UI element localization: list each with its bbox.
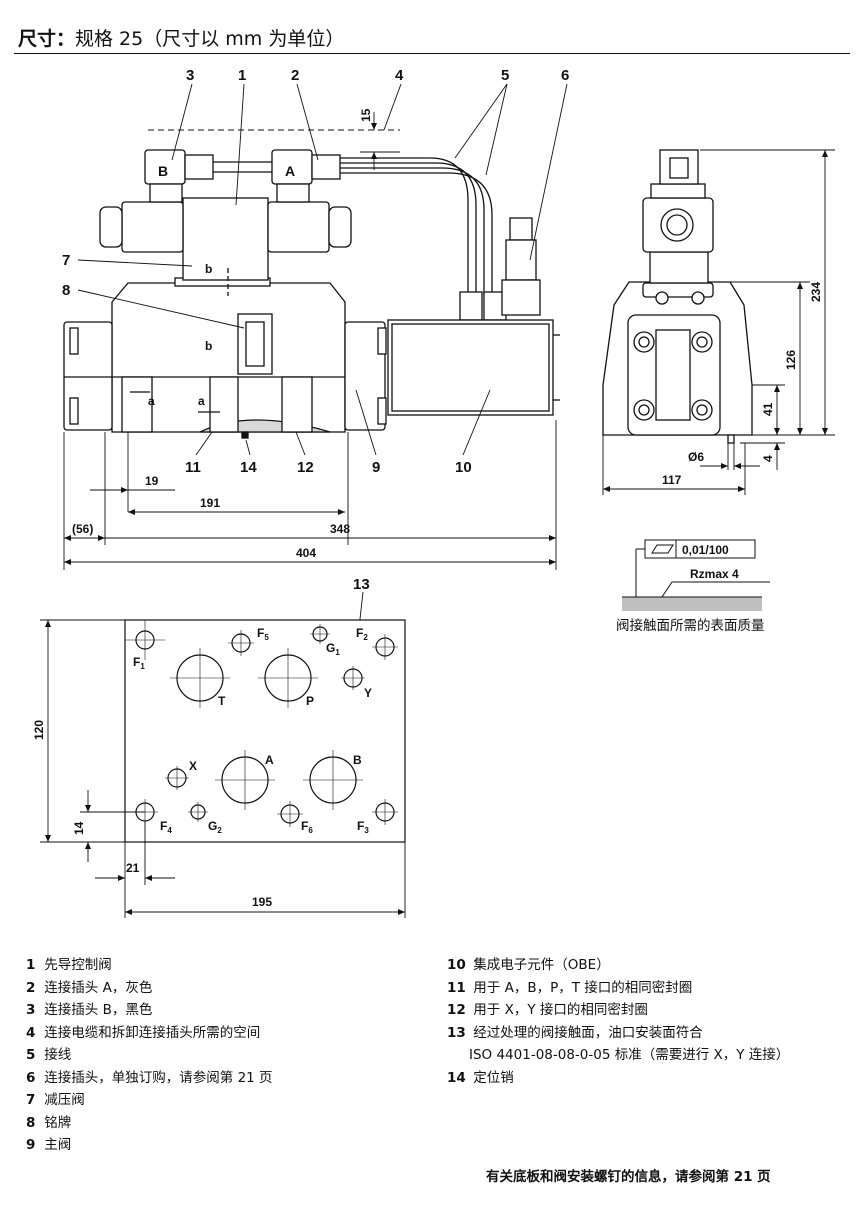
legend-item: 7 减压阀	[26, 1092, 85, 1108]
dim-15: 15	[359, 108, 373, 122]
legend-item: 8 铭牌	[26, 1114, 72, 1131]
page-title-text: 规格 25（尺寸以 mm 为单位）	[75, 28, 345, 50]
title-rule	[14, 53, 850, 54]
callout-7: 7	[62, 252, 70, 269]
legend-item: 9 主阀	[26, 1137, 72, 1153]
legend-item: 14 定位销	[447, 1069, 514, 1086]
page-title: 尺寸：规格 25（尺寸以 mm 为单位）	[18, 24, 344, 51]
front-view	[63, 149, 560, 439]
section-mark-b-lower: b	[205, 339, 212, 353]
legend-item: 12 用于 X，Y 接口的相同密封圈	[447, 1002, 648, 1018]
dim-19: 19	[145, 474, 159, 488]
integrated-electronics	[387, 319, 554, 416]
callout-12: 12	[297, 459, 314, 476]
page-title-prefix: 尺寸：	[18, 28, 76, 50]
callout-2: 2	[291, 67, 299, 84]
legend-item: 5 接线	[26, 1047, 72, 1063]
legend-item: 13 经过处理的阀接触面，油口安装面符合	[447, 1024, 703, 1041]
plug-letter-b: B	[158, 163, 168, 179]
callout-3: 3	[186, 67, 194, 84]
callout-10: 10	[455, 459, 472, 476]
dim-191: 191	[200, 496, 220, 510]
legend-item: 10 集成电子元件（OBE）	[447, 957, 610, 973]
port-label-x: X	[189, 759, 197, 773]
legend-left: 1 先导控制阀 2 连接插头 A，灰色 3 连接插头 B，黑色 4 连接电缆和拆…	[26, 954, 273, 1157]
callout-14: 14	[240, 459, 257, 476]
dim-56: (56)	[72, 522, 93, 536]
surface-tolerance: 0,01/100	[682, 543, 729, 557]
legend-item: 6 连接插头，单独订购，请参阅第 21 页	[26, 1069, 273, 1086]
dim-14: 14	[72, 821, 86, 835]
port-label-a: A	[265, 753, 274, 767]
callout-8: 8	[62, 282, 70, 299]
surface-quality-symbol	[622, 539, 770, 611]
side-view	[602, 149, 753, 444]
callout-9: 9	[372, 459, 380, 476]
dim-120: 120	[32, 720, 46, 740]
port-label-f3: F3	[357, 819, 369, 835]
dim-21: 21	[126, 861, 140, 875]
dim-234: 234	[809, 282, 823, 302]
front-dimensions	[63, 112, 557, 570]
legend-right: 10 集成电子元件（OBE） 11 用于 A，B，P，T 接口的相同密封圈 12…	[447, 954, 789, 1089]
port-label-g1: G1	[326, 641, 340, 657]
pilot-valve-body	[182, 197, 269, 281]
connector-plug	[509, 217, 533, 241]
callout-5: 5	[501, 67, 509, 84]
legend-item: 1 先导控制阀	[26, 957, 112, 973]
legend-item: 4 连接电缆和拆卸连接插头所需的空间	[26, 1024, 261, 1041]
section-mark-a-mid: a	[198, 394, 205, 408]
dim-195: 195	[252, 895, 272, 909]
footer-note: 有关底板和阀安装螺钉的信息，请参阅第 21 页	[486, 1169, 771, 1185]
callout-1: 1	[238, 67, 246, 84]
callout-13: 13	[353, 576, 370, 593]
legend-item: 2 连接插头 A，灰色	[26, 979, 153, 996]
side-dimensions	[602, 149, 835, 495]
dim-117: 117	[662, 473, 682, 487]
section-mark-b-upper: b	[205, 262, 212, 276]
port-label-t: T	[218, 694, 226, 708]
port-label-f5: F5	[257, 626, 269, 642]
legend-item: 11 用于 A，B，P，T 接口的相同密封圈	[447, 979, 693, 996]
dim-4: 4	[761, 455, 775, 462]
port-label-p: P	[306, 694, 314, 708]
legend-item: 3 连接插头 B，黑色	[26, 1002, 153, 1018]
mounting-surface	[124, 619, 406, 843]
port-label-b: B	[353, 753, 362, 767]
dim-126: 126	[784, 350, 798, 370]
dim-348: 348	[330, 522, 350, 536]
cable-1	[340, 157, 469, 295]
callout-11: 11	[185, 459, 201, 476]
right-end-cap	[344, 321, 386, 431]
surface-roughness: Rzmax 4	[690, 567, 739, 581]
port-label-f4: F4	[160, 819, 172, 835]
port-label-f6: F6	[301, 819, 313, 835]
port-label-g2: G2	[208, 819, 222, 835]
port-label-f2: F2	[356, 626, 368, 642]
locating-pin	[241, 431, 249, 439]
mounting-dimensions	[40, 619, 406, 918]
callout-6: 6	[561, 67, 569, 84]
callout-4: 4	[395, 67, 404, 84]
solenoid-a	[267, 201, 330, 253]
solenoid-b	[121, 201, 184, 253]
port-label-f1: F1	[133, 655, 145, 671]
section-mark-a-left: a	[148, 394, 155, 408]
dim-41: 41	[761, 402, 775, 416]
mounting-plate	[124, 619, 406, 843]
legend-item-continuation: ISO 4401-08-08-0-05 标准（需要进行 X，Y 连接）	[469, 1047, 790, 1063]
dim-404: 404	[296, 546, 316, 560]
port-label-y: Y	[364, 686, 372, 700]
surface-caption: 阀接触面所需的表面质量	[616, 617, 765, 633]
plug-letter-a: A	[285, 163, 295, 179]
dim-6: Ø6	[688, 450, 704, 464]
